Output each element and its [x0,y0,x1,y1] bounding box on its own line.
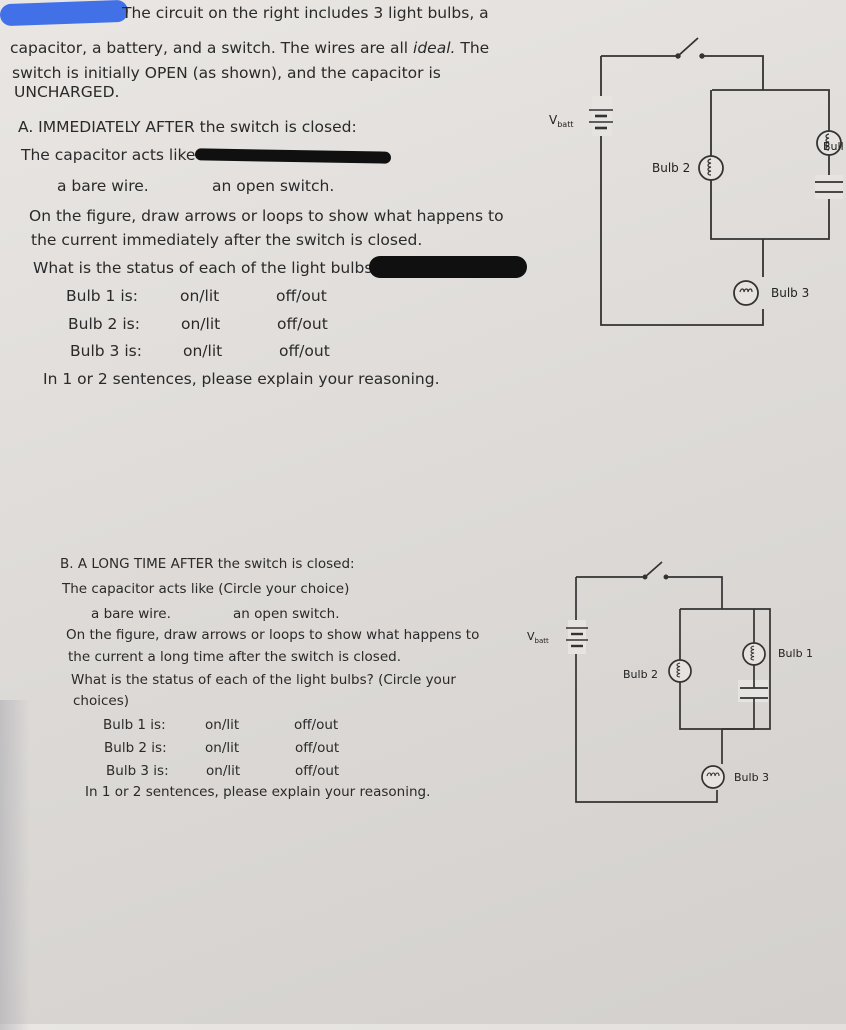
page-edge-shadow [0,700,30,1030]
circuit-bottom-wires [575,576,771,803]
part-b-bulb2-off[interactable]: off/out [295,740,340,756]
part-b-choice-switch[interactable]: an open switch. [233,606,340,622]
part-a-draw-line-1: On the figure, draw arrows or loops to s… [29,207,504,225]
circuit-top-vbatt-label: Vbatt [549,113,573,129]
circuit-bottom-capacitor [722,609,768,730]
circuit-top-bulb1 [816,130,842,156]
circuit-diagram-top: Vbatt Bulb 2 Bulb 3 Bull [549,37,844,326]
part-a-bulb3-label: Bulb 3 is: [70,342,142,360]
part-b-bulb3-off[interactable]: off/out [295,763,340,779]
part-a-bulb2-label: Bulb 2 is: [68,315,140,333]
circuit-top-capacitor [815,175,843,199]
circuit-diagram-bottom: Vbatt Bulb 1 Bulb 2 Bulb 3 [527,561,813,803]
circuit-bottom-bulb3-label: Bulb 3 [734,771,769,784]
part-a-draw-line-2: the current immediately after the switch… [31,231,423,249]
part-a-explain-prompt: In 1 or 2 sentences, please explain your… [43,370,440,388]
circuit-top-bulb2-label: Bulb 2 [652,161,690,175]
part-b-capacitor-question: The capacitor acts like (Circle your cho… [62,581,350,597]
part-b-bulb3-label: Bulb 3 is: [106,763,169,779]
part-a-bulb2-off[interactable]: off/out [277,315,328,333]
part-b-status-line-1: What is the status of each of the light … [71,672,456,688]
part-a-heading: A. IMMEDIATELY AFTER the switch is close… [18,118,357,136]
intro-line-3: switch is initially OPEN (as shown), and… [12,64,441,82]
intro-ideal: ideal. [413,39,456,57]
part-b-explain-prompt: In 1 or 2 sentences, please explain your… [85,784,431,800]
part-b-draw-line-1: On the figure, draw arrows or loops to s… [66,627,480,643]
intro-line-1: The circuit on the right includes 3 ligh… [122,4,489,22]
circuit-bottom-battery [566,620,588,654]
circuit-top-battery [589,96,613,136]
part-a-capacitor-question: The capacitor acts like [21,146,196,164]
part-a-bulb3-off[interactable]: off/out [279,342,330,360]
circuit-top-switch [675,37,705,59]
part-a-bulb1-off[interactable]: off/out [276,287,327,305]
part-a-choice-wire[interactable]: a bare wire. [57,177,149,195]
circuit-top-bulb3 [733,280,759,306]
circuit-bottom-switch [642,561,669,580]
part-b-heading: B. A LONG TIME AFTER the switch is close… [60,556,355,572]
intro-line-4: UNCHARGED. [14,83,120,101]
part-b-bulb3-on[interactable]: on/lit [206,763,241,779]
circuit-bottom-bulb2-label: Bulb 2 [623,668,658,681]
part-b-bulb1-on[interactable]: on/lit [205,717,240,733]
circuit-top-bulb1-label: Bull [823,140,844,153]
intro-line-2-pre: capacitor, a battery, and a switch. The … [10,39,414,57]
part-b-draw-line-2: the current a long time after the switch… [68,649,401,665]
part-b-bulb1-label: Bulb 1 is: [103,717,166,733]
intro-line-2: capacitor, a battery, and a switch. The … [10,39,489,57]
circuit-bottom-bulb1-label: Bulb 1 [778,647,813,660]
circuit-top-bulb2 [698,155,724,181]
circuit-bottom-bulb1 [742,642,766,666]
part-b-bulb1-off[interactable]: off/out [294,717,339,733]
intro-line-2-post: The [455,39,490,57]
part-a-status-question: What is the status of each of the light … [33,259,381,277]
black-redaction-status [369,256,527,278]
circuit-bottom-vbatt-label: Vbatt [527,630,549,645]
circuit-bottom-bulb2 [668,659,692,683]
part-a-bulb1-label: Bulb 1 is: [66,287,138,305]
part-a-choice-switch[interactable]: an open switch. [212,177,335,195]
part-b-bulb2-label: Bulb 2 is: [104,740,167,756]
circuit-top-bulb3-label: Bulb 3 [771,286,809,300]
part-a-bulb3-on[interactable]: on/lit [183,342,223,360]
circuit-bottom-bulb3 [701,765,725,789]
part-a-bulb1-on[interactable]: on/lit [180,287,220,305]
part-b-choice-wire[interactable]: a bare wire. [91,606,171,622]
part-b-bulb2-on[interactable]: on/lit [205,740,240,756]
part-b-status-line-2: choices) [73,693,130,709]
part-a-bulb2-on[interactable]: on/lit [181,315,221,333]
circuit-top-wires [600,55,830,326]
